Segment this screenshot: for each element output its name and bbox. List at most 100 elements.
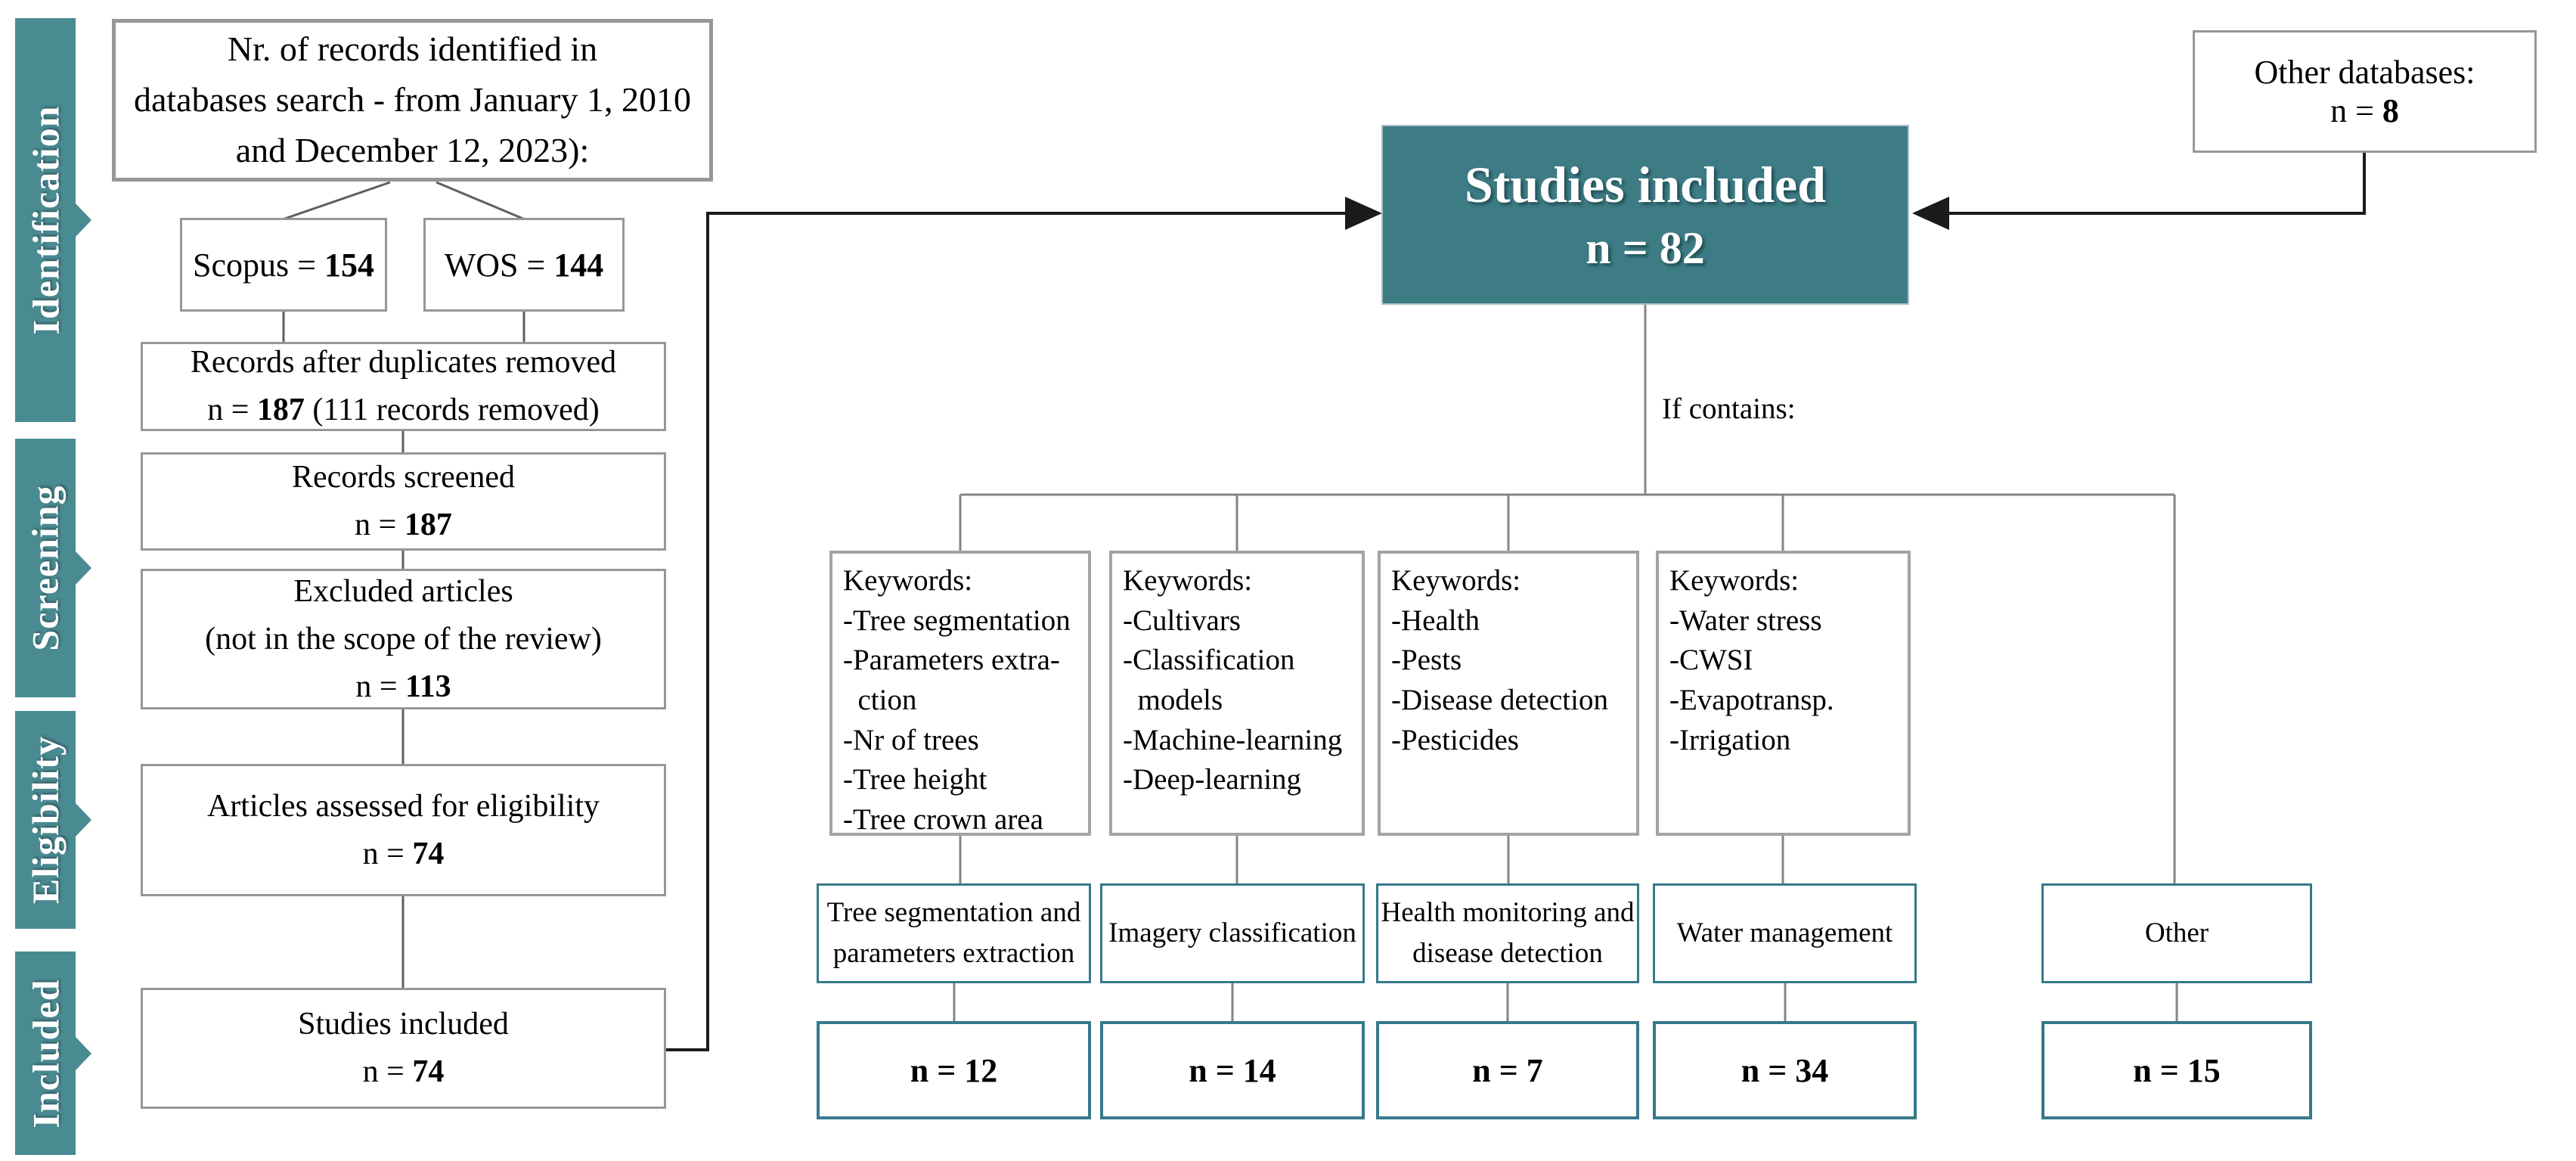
n-value: 74 [412, 836, 445, 871]
category-box-health-monitoring: Health monitoring and disease detection [1376, 883, 1639, 983]
wos-value: 144 [553, 246, 604, 284]
count-box-other: n = 15 [2041, 1021, 2312, 1119]
duplicates-removed-box: Records after duplicates removed n = 187… [141, 342, 666, 431]
wos-box: WOS = 144 [423, 218, 625, 312]
keywords-box-water: Keywords: -Water stress -CWSI -Evapotransp.… [1656, 551, 1911, 836]
n-label: n = [355, 669, 405, 704]
n-label: n = [355, 508, 405, 542]
n-value: 113 [405, 669, 451, 704]
count-value: n = 7 [1472, 1051, 1543, 1089]
keyword-line: -Evapotransp. [1669, 683, 1834, 716]
n-label: n = [2330, 92, 2382, 129]
articles-assessed-box: Articles assessed for eligibility n = 74 [141, 764, 666, 896]
arrow-line-otherdb-to-teal [1948, 153, 2366, 215]
keyword-line: -Tree segmentation [843, 604, 1071, 637]
banner-label: Screening [24, 485, 67, 651]
count-value: n = 34 [1741, 1051, 1829, 1089]
keyword-line: -Nr of trees [843, 723, 979, 756]
scopus-box: Scopus = 154 [180, 218, 387, 312]
keyword-line: -Classification [1123, 644, 1295, 677]
sidebar-item-eligibility: Eligibility [15, 711, 91, 929]
banner-label: Eligibility [24, 735, 67, 905]
banner-label: Identification [24, 105, 67, 335]
n-label: n = [362, 836, 413, 871]
banner-pointer-icon [75, 203, 91, 237]
studies-included-left-box: Studies included n = 74 [141, 988, 666, 1109]
records-identified-line: Nr. of records identified in [227, 29, 598, 69]
count-value: n = 12 [910, 1051, 998, 1089]
records-identified-box: Nr. of records identified in databases s… [112, 19, 713, 182]
n-value: 187 [404, 508, 452, 542]
keyword-line: Keywords: [1669, 564, 1799, 597]
keyword-line: ction [843, 683, 917, 716]
keyword-line: -CWSI [1669, 644, 1753, 677]
keywords-box-tree-segmentation: Keywords:-Tree segmentation-Parameters e… [829, 551, 1091, 836]
scopus-count: Scopus = 154 [193, 246, 374, 284]
keyword-line: -Pests [1391, 644, 1462, 677]
category-label-line: Other [2144, 917, 2209, 949]
records-identified-line: databases search - from January 1, 2010 [133, 80, 691, 120]
records-identified-line: and December 12, 2023): [235, 130, 590, 169]
box-count: n = 113 [355, 663, 451, 711]
n-note: (111 records removed) [304, 393, 600, 427]
keyword-line: -Cultivars [1123, 604, 1241, 637]
n-value: 187 [256, 393, 305, 427]
banner-pointer-icon [75, 1035, 91, 1071]
box-count: n = 8 [2330, 92, 2399, 130]
keyword-line: -Machine-learning [1123, 723, 1343, 756]
scopus-label: Scopus = [193, 246, 324, 284]
n-value: 8 [2382, 92, 2399, 129]
keyword-line: models [1123, 683, 1223, 716]
keyword-line: -Water stress [1669, 604, 1822, 637]
if-contains-label: If contains: [1662, 393, 1796, 425]
n-label: n = [207, 393, 257, 427]
keyword-line: -Deep-learning [1123, 763, 1302, 796]
keywords-box-classification: Keywords:-Cultivars-Classification model… [1109, 551, 1365, 836]
scopus-value: 154 [324, 246, 374, 284]
box-title: Records screened [291, 460, 516, 495]
studies-included-count: n = 82 [1586, 223, 1705, 273]
category-label-line: disease detection [1412, 938, 1603, 969]
box-count: n = 187 (111 records removed) [207, 386, 600, 434]
count-box-health-monitoring: n = 7 [1376, 1021, 1639, 1119]
keyword-line: Keywords: [1391, 564, 1521, 597]
box-title: Excluded articles [293, 573, 513, 609]
count-box-water-management: n = 34 [1653, 1021, 1917, 1119]
category-box-imagery-classification: Imagery classification [1100, 883, 1365, 983]
keyword-line: -Pesticides [1391, 723, 1519, 756]
connector-header-scopus [282, 181, 391, 221]
category-label-line: parameters extraction [832, 938, 1075, 969]
wos-count: WOS = 144 [445, 246, 604, 284]
keyword-line: -Tree height [843, 763, 987, 796]
wos-label: WOS = [444, 246, 554, 284]
category-label-line: Health monitoring and [1381, 897, 1635, 929]
studies-included-title: Studies included [1464, 156, 1827, 213]
keyword-line: -Irrigation [1669, 723, 1791, 756]
category-box-tree-segmentation: Tree segmentation and parameters extracti… [817, 883, 1091, 983]
count-box-imagery-classification: n = 14 [1100, 1021, 1365, 1119]
records-screened-box: Records screened n = 187 [141, 452, 666, 551]
arrowhead-left-icon [1912, 197, 1949, 230]
studies-included-main-box: Studies included n = 82 [1381, 125, 1909, 305]
sidebar-item-identification: Identification [15, 18, 91, 422]
box-subtitle: (not in the scope of the review) [205, 621, 602, 657]
banner-label: Included [24, 979, 67, 1128]
category-label-line: Water management [1676, 917, 1893, 949]
n-value: 74 [412, 1054, 445, 1089]
box-title: Other databases: [2254, 54, 2475, 91]
n-label: n = [362, 1054, 413, 1089]
keyword-line: -Tree crown area [843, 802, 1043, 836]
count-value: n = 15 [2133, 1051, 2221, 1089]
sidebar-item-included: Included [15, 951, 91, 1155]
category-label-line: Imagery classification [1108, 917, 1356, 949]
box-title: Studies included [298, 1007, 509, 1041]
arrowhead-right-icon [1345, 197, 1382, 230]
category-box-other: Other [2041, 883, 2312, 983]
count-box-tree-segmentation: n = 12 [817, 1021, 1091, 1119]
category-label-line: Tree segmentation and [826, 897, 1081, 929]
keyword-line: Keywords: [843, 564, 973, 597]
box-title: Records after duplicates removed [190, 345, 617, 380]
box-count: n = 187 [355, 501, 452, 549]
count-value: n = 14 [1189, 1051, 1276, 1089]
